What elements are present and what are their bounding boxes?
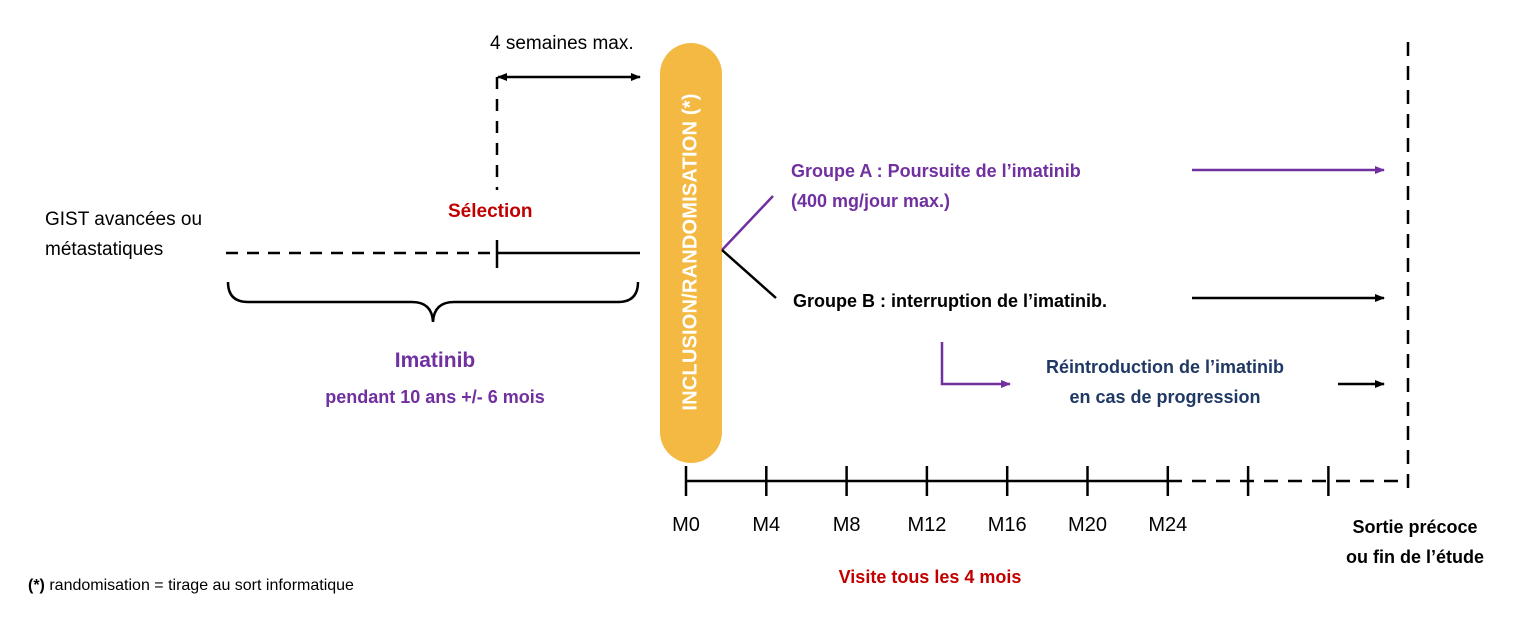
reintroduction-l-arrow: [940, 342, 1011, 388]
reintroduction-label-line1: Réintroduction de l’imatinib: [1046, 357, 1284, 377]
branch-to-group-b: [721, 249, 777, 299]
footnote-text: randomisation = tirage au sort informati…: [44, 577, 354, 594]
group-b-label: Groupe B : interruption de l’imatinib.: [793, 291, 1107, 311]
footnote-mark: (*): [28, 577, 45, 594]
timeline-tick-label: M20: [1068, 514, 1107, 536]
reintroduction-label-line2: en cas de progression: [1069, 387, 1261, 407]
timeline-tick-label: M0: [672, 514, 700, 536]
inclusion-randomisation-pill: [660, 43, 722, 463]
four-weeks-label: 4 semaines max.: [490, 33, 634, 54]
timeline-tick-marks: [684, 466, 1330, 496]
exit-label-line1: Sortie précoce: [1352, 517, 1478, 537]
imatinib-brace: [226, 281, 640, 323]
group-a-label-line1: Groupe A : Poursuite de l’imatinib: [791, 161, 1081, 181]
timeline-tick-label: M4: [752, 514, 781, 536]
timeline-tick-label: M8: [832, 514, 861, 536]
exit-label-line2: ou fin de l’étude: [1346, 547, 1484, 567]
gist-label-line1: GIST avancées ou: [45, 209, 203, 230]
selection-label: Sélection: [448, 201, 533, 222]
branch-to-group-a: [721, 195, 774, 251]
timeline-tick-label: M24: [1148, 514, 1188, 536]
visit-frequency-label: Visite tous les 4 mois: [838, 567, 1022, 587]
timeline-tick-label: M16: [987, 514, 1027, 536]
imatinib-label: Imatinib: [394, 349, 476, 372]
imatinib-duration-label: pendant 10 ans +/- 6 mois: [325, 387, 545, 407]
gist-label-line2: métastatiques: [45, 239, 164, 260]
timeline-tick-label: M12: [907, 514, 947, 536]
footnote: (*) randomisation = tirage au sort infor…: [28, 576, 354, 597]
inclusion-randomisation-label: INCLUSION/RANDOMISATION (*): [679, 93, 702, 411]
group-a-label-line2: (400 mg/jour max.): [791, 191, 951, 211]
